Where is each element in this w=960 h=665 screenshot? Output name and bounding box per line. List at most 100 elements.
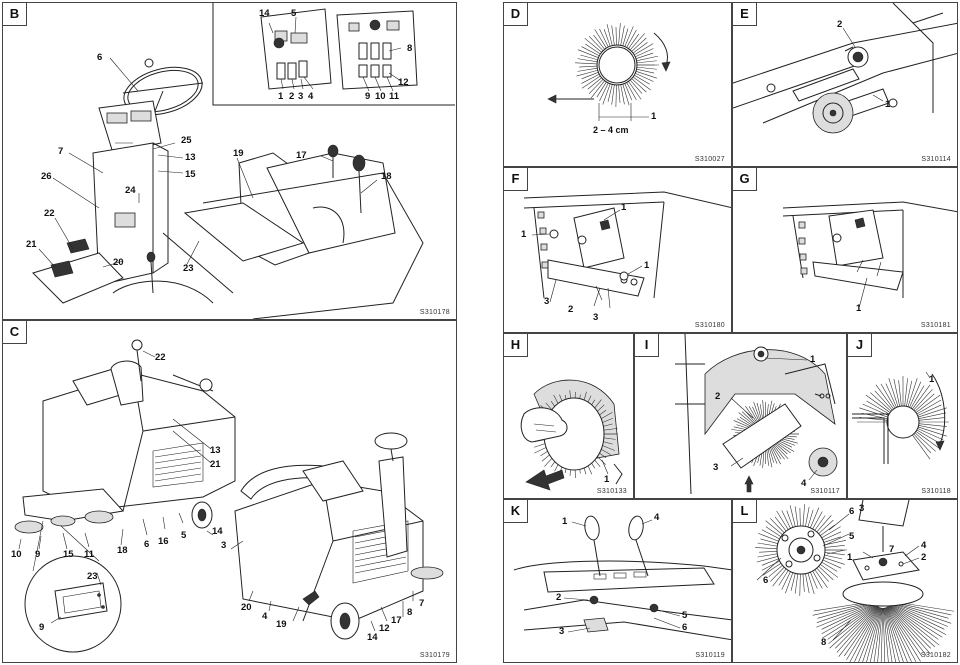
callout-label: 12 — [398, 77, 409, 88]
panel-letter: K — [504, 500, 528, 523]
callout-label: 20 — [241, 602, 252, 613]
panel-letter: F — [504, 168, 528, 191]
callout-label: 2 — [715, 391, 721, 402]
callout-label: 19 — [233, 148, 244, 159]
brush-removal-hand-illustration — [520, 379, 623, 491]
callout-label: 5 — [181, 530, 187, 541]
callout-label: 14 — [259, 8, 270, 19]
panel-letter: L — [733, 500, 757, 523]
panel-j: J 1 S310118 — [847, 333, 958, 499]
callout-label: 23 — [87, 571, 98, 582]
callout-label: 6 — [763, 575, 769, 586]
callout-label: 8 — [407, 607, 413, 618]
callout-label: 6 — [849, 506, 855, 517]
callout-label: 4 — [801, 478, 807, 489]
callout-label: 10 — [11, 549, 22, 560]
callout-label: 1 — [929, 374, 935, 385]
callout-label: 1 — [644, 260, 650, 271]
callout-label: 2 — [568, 304, 574, 315]
callout-label: 1 — [621, 202, 627, 213]
callout-label: 22 — [44, 208, 55, 219]
panel-letter: G — [733, 168, 757, 191]
callout-label: 15 — [63, 549, 74, 560]
callout-label: 1 — [562, 516, 568, 527]
brush-wear-illustration — [852, 371, 949, 464]
brush-pattern-illustration — [547, 23, 671, 121]
figure-code: S310178 — [419, 309, 450, 316]
figure-code: S310114 — [921, 156, 951, 163]
callout-label: 2 — [921, 552, 927, 563]
callout-label: 12 — [379, 623, 390, 634]
figure-code: S310027 — [694, 156, 725, 163]
panel-e: E 2 1 S310114 — [732, 2, 958, 167]
figure-code: S310117 — [810, 488, 840, 495]
figure-code: S310181 — [920, 322, 951, 329]
panel-b: B — [2, 2, 457, 320]
side-brush-replacement-illustration — [755, 500, 955, 662]
panel-d: D 1 2 – 4 cm S310027 — [503, 2, 732, 167]
callout-label: 21 — [210, 459, 221, 470]
callout-label: 13 — [210, 445, 221, 456]
figure-code: S310182 — [920, 652, 951, 659]
callout-label: 4 — [921, 540, 927, 551]
callout-label: 14 — [367, 632, 378, 643]
callout-label: 4 — [262, 611, 268, 622]
callout-label: 24 — [125, 185, 136, 196]
panel-letter: E — [733, 3, 757, 26]
callout-label: 3 — [859, 503, 865, 514]
callout-label: 25 — [181, 135, 192, 146]
panel-i: I 1 2 3 4 S310117 — [634, 333, 847, 499]
callout-label: 3 — [713, 462, 719, 473]
callout-label: 2 — [556, 592, 562, 603]
panel-c: C — [2, 320, 457, 663]
callout-label: 26 — [41, 171, 52, 182]
callout-label: 20 — [113, 257, 124, 268]
callout-label: 9 — [39, 622, 45, 633]
callout-label: 10 — [375, 91, 386, 102]
callout-label: 1 — [847, 552, 853, 563]
callout-label: 1 — [651, 111, 657, 122]
callout-label: 17 — [391, 615, 402, 626]
panel-l: L 6 5 1 7 3 4 2 6 8 S310182 — [732, 499, 958, 663]
callout-label: 22 — [155, 352, 166, 363]
callout-label: 6 — [144, 539, 150, 550]
callout-label: 19 — [276, 619, 287, 630]
callout-label: 7 — [419, 598, 425, 609]
callout-label: 11 — [389, 91, 400, 102]
callout-label: 5 — [849, 531, 855, 542]
sweeper-machine-illustration — [14, 339, 444, 653]
callout-label: 5 — [682, 610, 688, 621]
callout-label: 4 — [308, 91, 314, 102]
callout-label: 3 — [221, 540, 227, 551]
callout-label: 18 — [117, 545, 128, 556]
callout-label: 6 — [682, 622, 688, 633]
side-brush-adjustment-illustration — [733, 3, 957, 134]
callout-label: 9 — [35, 549, 41, 560]
panel-letter: D — [504, 3, 528, 26]
callout-label: 1 — [278, 91, 284, 102]
callout-label: 21 — [26, 239, 37, 250]
callout-label: 11 — [84, 549, 95, 560]
callout-label: 2 — [837, 19, 843, 30]
callout-label: 3 — [298, 91, 304, 102]
panel-letter: B — [3, 3, 27, 26]
figure-code: S310179 — [419, 652, 450, 659]
figure-code: S310180 — [694, 322, 725, 329]
callout-label: 8 — [407, 43, 413, 54]
callout-label: 16 — [158, 536, 169, 547]
panel-letter: H — [504, 334, 528, 357]
figure-code: S310119 — [695, 652, 725, 659]
callout-label: 7 — [58, 146, 64, 157]
callout-label: 1 — [856, 303, 862, 314]
callout-label: 23 — [183, 263, 194, 274]
callout-label: 17 — [296, 150, 307, 161]
figure-code: S310133 — [596, 488, 627, 495]
panel-f: F 1 1 1 3 2 3 S310180 — [503, 167, 732, 333]
callout-label: 5 — [291, 8, 297, 19]
panel-g: G 1 S310181 — [732, 167, 958, 333]
dimension-label: 2 – 4 cm — [593, 125, 629, 135]
callout-label: 7 — [889, 544, 895, 555]
panel-letter: J — [848, 334, 872, 357]
callout-label: 8 — [821, 637, 827, 648]
callout-label: 4 — [654, 512, 660, 523]
